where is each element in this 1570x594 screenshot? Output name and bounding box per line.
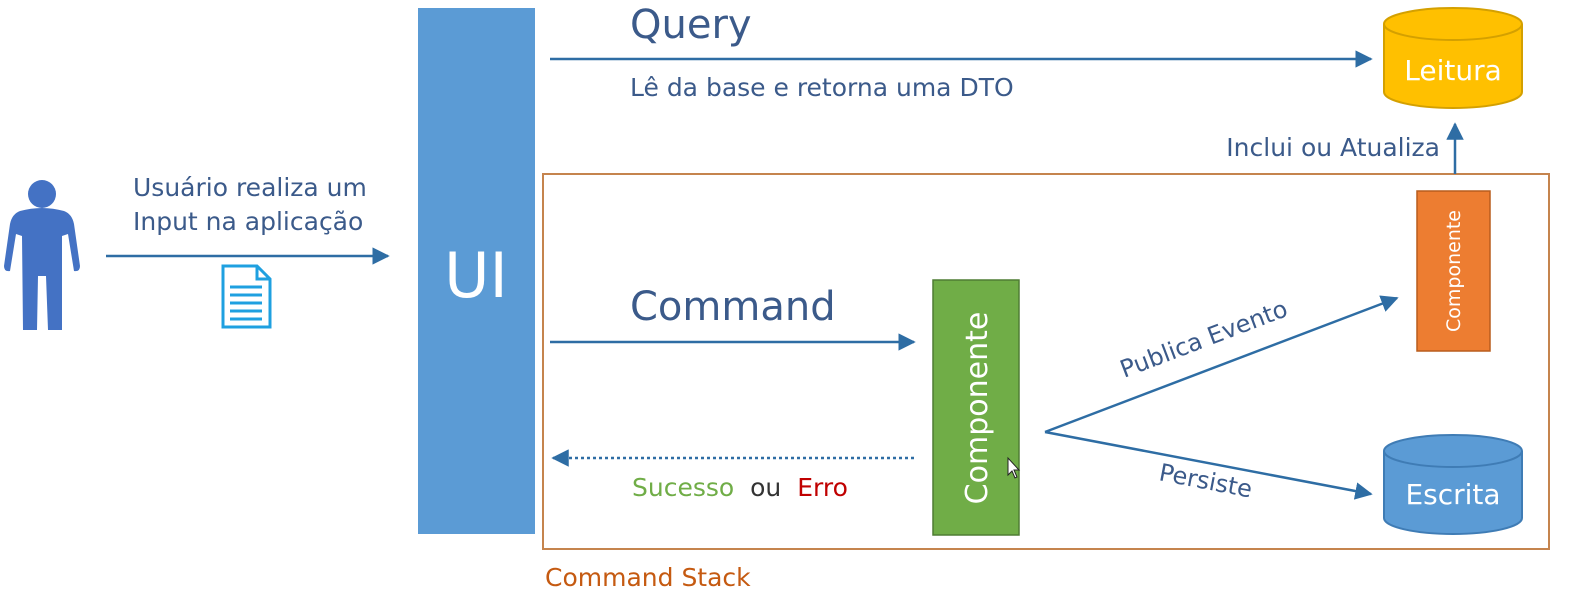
user-action-line-1: Usuário realiza um	[133, 173, 367, 202]
error-label: Erro	[797, 473, 848, 502]
publish-arrow	[1044, 295, 1399, 434]
command-title: Command	[630, 284, 836, 330]
update-label: Inclui ou Atualiza	[1226, 133, 1440, 162]
user-action-line-2: Input na aplicação	[133, 207, 363, 236]
component-green-label: Componente	[960, 312, 995, 505]
persist-label: Persiste	[1157, 458, 1255, 503]
document-icon	[221, 264, 272, 329]
query-description: Lê da base e retorna uma DTO	[630, 73, 1014, 102]
success-label: Sucesso	[632, 473, 734, 502]
persist-arrow	[1044, 430, 1373, 500]
mouse-cursor-icon	[1007, 456, 1021, 479]
command-stack-label: Command Stack	[545, 563, 751, 592]
ui-label: UI	[444, 239, 508, 312]
person-icon	[4, 180, 80, 330]
command-stack-boundary	[542, 173, 1550, 550]
component-orange	[1416, 190, 1491, 352]
read-database-label: Leitura	[1404, 54, 1502, 87]
read-database: Leitura	[1383, 7, 1523, 109]
ui-block	[418, 8, 535, 534]
query-title: Query	[630, 2, 752, 48]
result-connector: ou	[750, 473, 781, 502]
write-database: Escrita	[1383, 434, 1523, 535]
result-label: Sucesso ou Erro	[632, 473, 848, 502]
component-green	[932, 279, 1020, 536]
write-database-label: Escrita	[1405, 478, 1500, 511]
component-orange-label: Componente	[1443, 210, 1465, 332]
